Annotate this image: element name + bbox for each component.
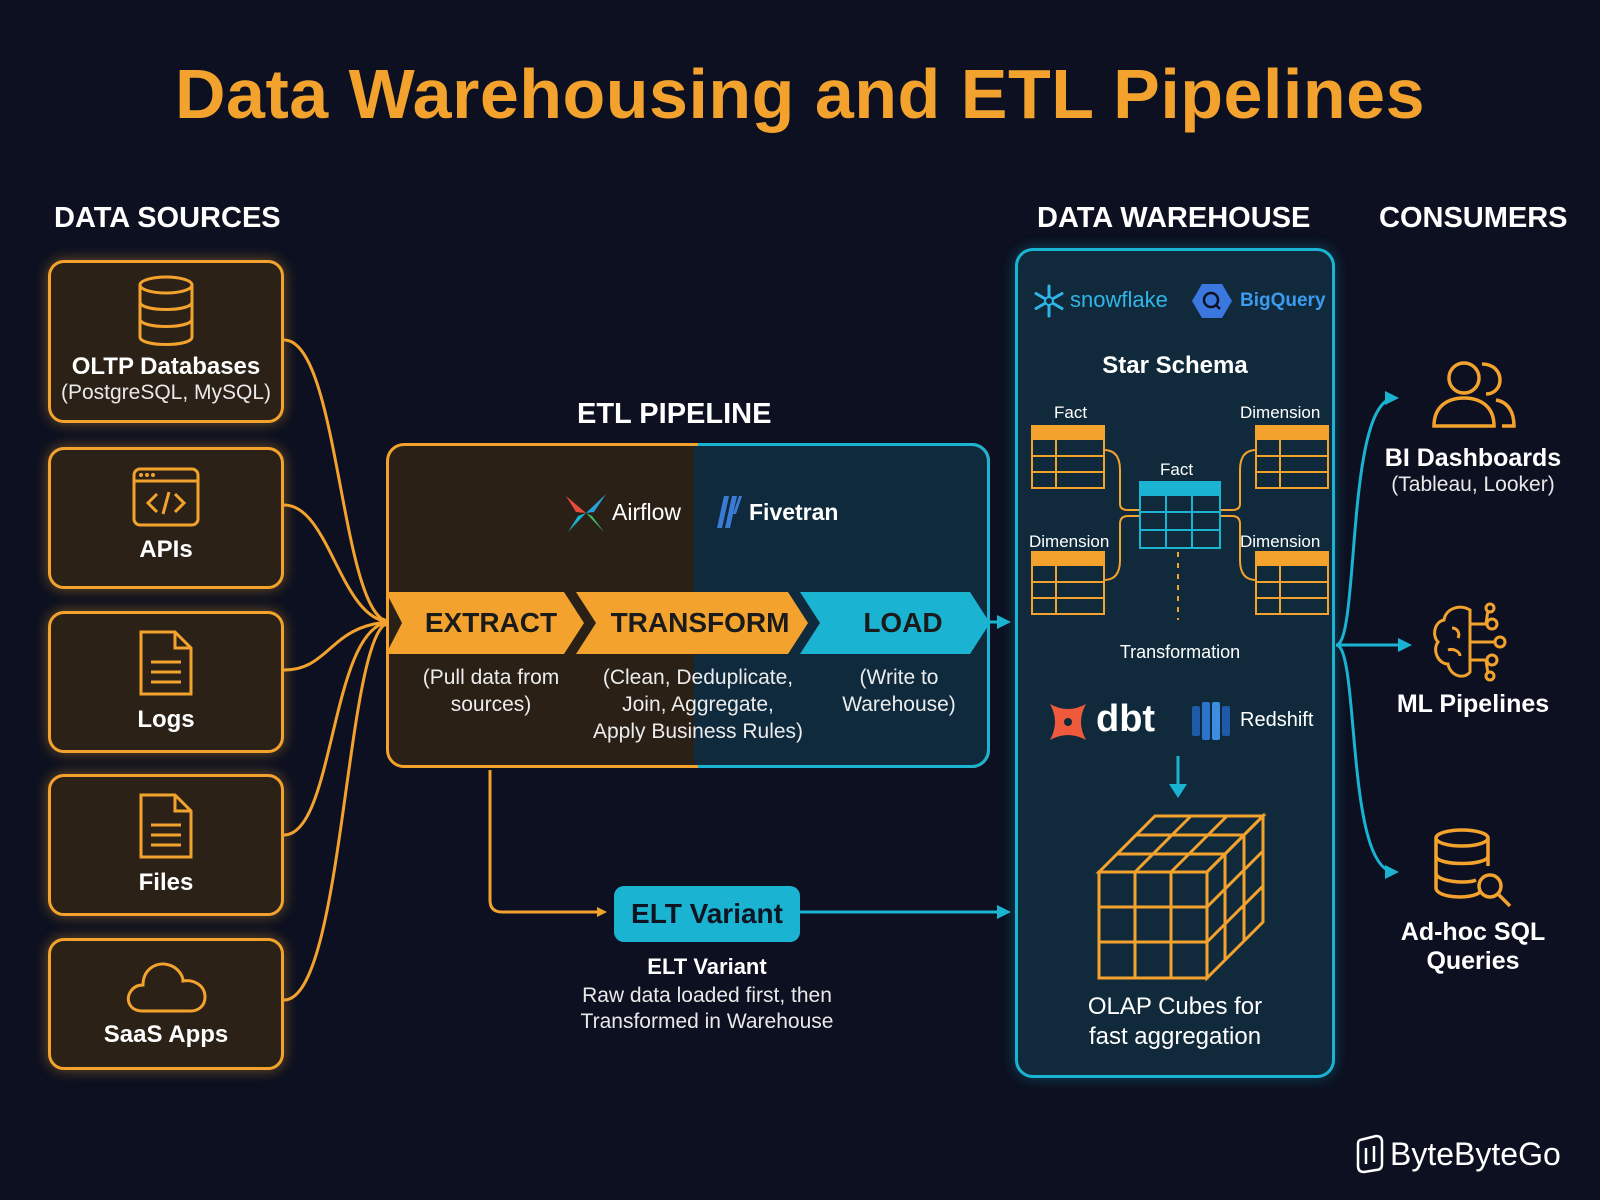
transform-desc-line3: Apply Business Rules) bbox=[592, 720, 804, 743]
extract-desc-line2: sources) bbox=[450, 693, 532, 716]
bytebytego-logo-icon bbox=[1356, 1134, 1384, 1174]
code-window-icon bbox=[132, 467, 200, 527]
source-title: OLTP Databases bbox=[71, 353, 261, 380]
source-oltp-databases[interactable]: OLTP Databases (PostgreSQL, MySQL) bbox=[48, 260, 284, 423]
transform-description: (Clean, Deduplicate, Join, Aggregate, Ap… bbox=[578, 664, 818, 745]
consumer-subtitle: (Tableau, Looker) bbox=[1391, 473, 1555, 496]
elt-variant-line1: Raw data loaded first, then bbox=[582, 984, 832, 1007]
extract-desc-line1: (Pull data from bbox=[422, 666, 560, 689]
source-title: Files bbox=[138, 869, 194, 896]
source-connector-logs bbox=[283, 620, 391, 672]
load-label: LOAD bbox=[863, 607, 943, 638]
transform-chevron bbox=[576, 592, 808, 654]
consumer-title: ML Pipelines bbox=[1396, 690, 1550, 718]
consumer-adhoc-sql[interactable]: Ad-hoc SQL Queries bbox=[1358, 918, 1588, 976]
dimension-table-mid-left bbox=[1031, 551, 1105, 615]
source-connector-apis bbox=[283, 503, 391, 624]
source-apis[interactable]: APIs bbox=[48, 447, 284, 589]
dimension-table-mid-right bbox=[1255, 551, 1329, 615]
database-icon bbox=[138, 275, 194, 346]
bigquery-label: BigQuery bbox=[1240, 290, 1326, 311]
page-title: Data Warehousing and ETL Pipelines bbox=[175, 55, 1425, 133]
olap-cube-icon bbox=[1095, 812, 1267, 982]
transform-desc-line2: Join, Aggregate, bbox=[622, 693, 774, 716]
fact-label-center: Fact bbox=[1160, 460, 1194, 479]
brand-label: ByteByteGo bbox=[1390, 1136, 1561, 1172]
brain-icon bbox=[1433, 602, 1507, 682]
column-header-etl: ETL PIPELINE bbox=[577, 398, 772, 430]
users-icon bbox=[1432, 361, 1516, 428]
database-search-icon bbox=[1434, 828, 1512, 908]
consumer-title: BI Dashboards bbox=[1384, 444, 1562, 472]
etl-pipeline-panel-right-border bbox=[698, 443, 990, 768]
source-title: APIs bbox=[139, 536, 193, 563]
load-chevron bbox=[800, 592, 990, 654]
dimension-label-mid-right: Dimension bbox=[1240, 532, 1321, 551]
fivetran-icon bbox=[717, 496, 742, 528]
source-connector-saas bbox=[283, 617, 393, 1002]
elt-variant-description: ELT Variant Raw data loaded first, then … bbox=[520, 954, 894, 1034]
star-schema-diagram bbox=[1031, 425, 1329, 620]
down-arrow-icon bbox=[1169, 756, 1187, 798]
extract-label: EXTRACT bbox=[424, 607, 558, 638]
dimension-label-mid-left: Dimension bbox=[1029, 532, 1110, 551]
bigquery-icon bbox=[1192, 284, 1232, 318]
source-title: Logs bbox=[137, 706, 195, 733]
elt-variant-title: ELT Variant bbox=[647, 954, 767, 979]
extract-chevron bbox=[386, 592, 584, 654]
load-desc-line1: (Write to bbox=[859, 666, 939, 689]
consumer-bi-dashboards[interactable]: BI Dashboards (Tableau, Looker) bbox=[1358, 444, 1588, 497]
load-description: (Write to Warehouse) bbox=[820, 664, 978, 718]
fact-label-top-left: Fact bbox=[1054, 403, 1088, 422]
fact-table-top-left bbox=[1031, 425, 1105, 489]
transformation-label: Transformation bbox=[1119, 642, 1241, 662]
olap-line1: OLAP Cubes for bbox=[1087, 993, 1263, 1020]
consumer-ml-pipelines[interactable]: ML Pipelines bbox=[1358, 690, 1588, 719]
olap-line2: fast aggregation bbox=[1088, 1023, 1262, 1050]
dimension-table-top-right bbox=[1255, 425, 1329, 489]
extract-to-elt-arrow bbox=[488, 770, 607, 917]
fact-table-center bbox=[1139, 481, 1221, 549]
airflow-icon bbox=[566, 494, 606, 532]
snowflake-icon bbox=[1034, 284, 1064, 318]
data-warehouse-panel bbox=[1015, 248, 1335, 1078]
source-logs[interactable]: Logs bbox=[48, 611, 284, 753]
extract-description: (Pull data from sources) bbox=[400, 664, 582, 718]
source-files[interactable]: Files bbox=[48, 774, 284, 916]
consumer-connector-bi bbox=[1335, 391, 1399, 647]
document-icon bbox=[139, 630, 193, 696]
cloud-icon bbox=[126, 962, 207, 1013]
etl-stage-chevrons bbox=[386, 592, 990, 654]
airflow-label: Airflow bbox=[612, 499, 682, 525]
source-subtitle: (PostgreSQL, MySQL) bbox=[60, 381, 272, 404]
transform-label: TRANSFORM bbox=[610, 607, 790, 638]
consumer-title: Ad-hoc SQL bbox=[1400, 918, 1546, 946]
star-schema-title: Star Schema bbox=[1102, 352, 1248, 379]
column-header-warehouse: DATA WAREHOUSE bbox=[1037, 202, 1311, 234]
load-desc-line2: Warehouse) bbox=[842, 693, 956, 716]
file-icon bbox=[139, 793, 193, 859]
source-connector-files bbox=[283, 620, 391, 837]
consumer-title-line2: Queries bbox=[1426, 947, 1520, 975]
source-saas-apps[interactable]: SaaS Apps bbox=[48, 938, 284, 1070]
olap-description: OLAP Cubes for fast aggregation bbox=[1015, 992, 1335, 1052]
dbt-icon bbox=[1050, 704, 1086, 740]
redshift-label: Redshift bbox=[1240, 709, 1314, 731]
column-header-sources: DATA SOURCES bbox=[54, 202, 281, 234]
column-header-consumers: CONSUMERS bbox=[1379, 202, 1568, 234]
elt-variant-line2: Transformed in Warehouse bbox=[580, 1010, 834, 1033]
dbt-label: dbt bbox=[1096, 698, 1156, 740]
source-title: SaaS Apps bbox=[103, 1021, 229, 1048]
dimension-label-top-right: Dimension bbox=[1240, 403, 1321, 422]
consumer-connector-sql bbox=[1335, 643, 1399, 879]
redshift-icon bbox=[1192, 702, 1230, 740]
snowflake-label: snowflake bbox=[1070, 287, 1168, 312]
transform-desc-line1: (Clean, Deduplicate, bbox=[602, 666, 794, 689]
source-connector-oltp bbox=[283, 338, 391, 624]
fivetran-label: Fivetran bbox=[749, 499, 839, 525]
elt-variant-badge[interactable]: ELT Variant bbox=[614, 886, 800, 942]
